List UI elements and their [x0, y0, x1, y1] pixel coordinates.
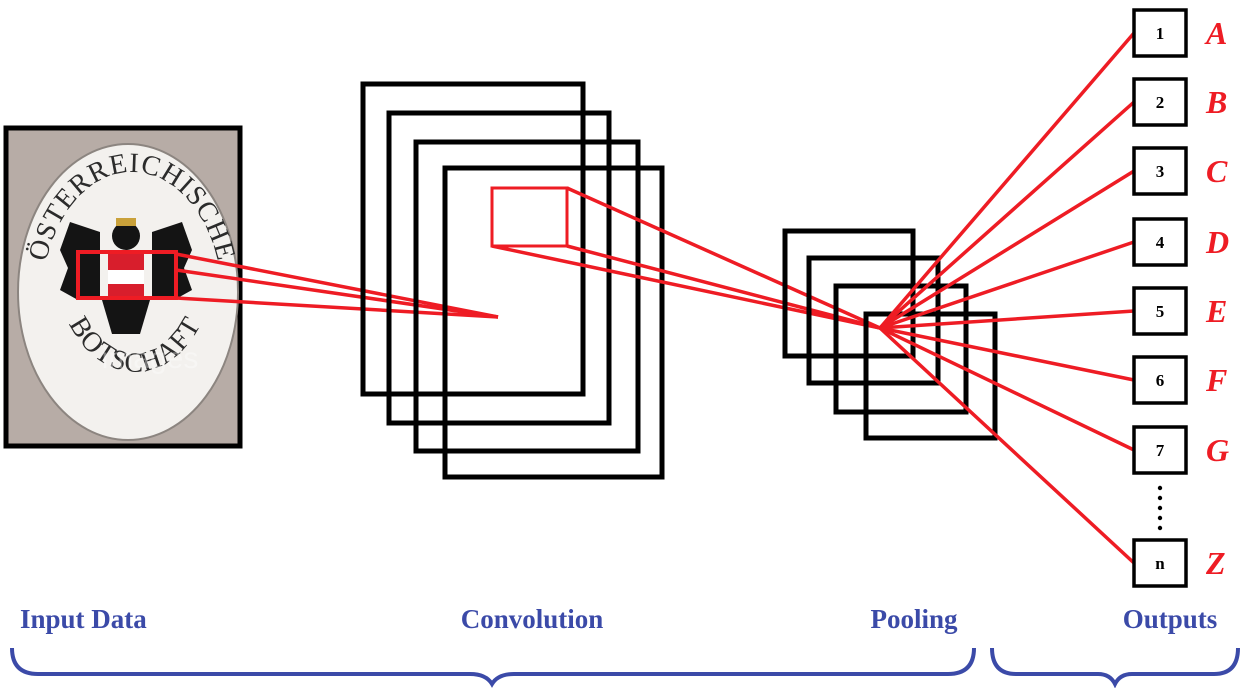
output-node-1	[1132, 8, 1188, 58]
output-class-letter: E	[1205, 293, 1227, 329]
output-node-number: 2	[1156, 93, 1165, 112]
output-node-number: n	[1155, 554, 1165, 573]
pooled-map	[806, 255, 941, 386]
feature-map	[386, 110, 612, 426]
stage-label-convolution: Convolution	[461, 604, 604, 634]
stage-label-pooling: Pooling	[870, 604, 958, 634]
output-node-3	[1132, 146, 1188, 196]
input-image: ÖSTERREICHISCHE BOTSCHAFT images	[3, 125, 243, 449]
feature-map	[442, 165, 665, 480]
output-connector-6	[879, 326, 1135, 382]
output-connector-n	[878, 326, 1136, 565]
stage-label-input: Input Data	[20, 604, 147, 634]
output-node-number: 5	[1156, 302, 1165, 321]
output-class-letter: C	[1206, 153, 1228, 189]
output-node-number: 7	[1156, 441, 1165, 460]
feature-map	[413, 139, 641, 454]
output-node-2	[1132, 77, 1188, 127]
feature-map	[360, 81, 586, 397]
output-nodes: 1 A 2 B 3 C 4 D 5 E 6 F 7 Gn Z	[1132, 8, 1229, 588]
brace-outputs	[990, 647, 1240, 688]
output-class-letter: D	[1205, 224, 1229, 260]
output-node-7	[1132, 425, 1188, 475]
convolution-maps	[360, 81, 665, 480]
watermark-text: images	[102, 342, 199, 375]
output-node-4	[1132, 217, 1188, 267]
stage-label-outputs: Outputs	[1123, 604, 1218, 634]
output-node-6	[1132, 355, 1188, 405]
input-receptive-field	[76, 250, 178, 300]
conv-connectors	[491, 186, 881, 330]
output-ellipsis	[1157, 485, 1163, 531]
output-connector-3	[879, 169, 1135, 330]
output-node-number: 3	[1156, 162, 1165, 181]
output-class-letter: F	[1205, 362, 1227, 398]
output-connector-7	[879, 326, 1135, 452]
output-connector-4	[879, 240, 1135, 330]
output-class-letter: Z	[1205, 545, 1226, 581]
output-node-n	[1132, 538, 1188, 588]
output-class-letter: A	[1204, 15, 1227, 51]
output-node-5	[1132, 286, 1188, 336]
pooling-maps	[782, 228, 998, 441]
output-connector-1	[878, 31, 1136, 330]
output-connector-2	[878, 100, 1136, 330]
connector-line	[566, 244, 881, 330]
connector-line	[491, 244, 881, 330]
output-class-letter: G	[1206, 432, 1229, 468]
output-class-letter: B	[1205, 84, 1227, 120]
pooled-map	[833, 283, 969, 415]
output-node-number: 6	[1156, 371, 1165, 390]
brace-feature-extraction	[10, 647, 976, 688]
connector-line	[566, 186, 881, 330]
conv-filter-window	[490, 186, 569, 248]
output-node-number: 1	[1156, 24, 1165, 43]
output-node-number: 4	[1156, 233, 1165, 252]
pooled-map	[863, 311, 998, 441]
pooled-map	[782, 228, 916, 359]
output-connector-5	[879, 309, 1135, 330]
output-connectors	[878, 31, 1136, 565]
